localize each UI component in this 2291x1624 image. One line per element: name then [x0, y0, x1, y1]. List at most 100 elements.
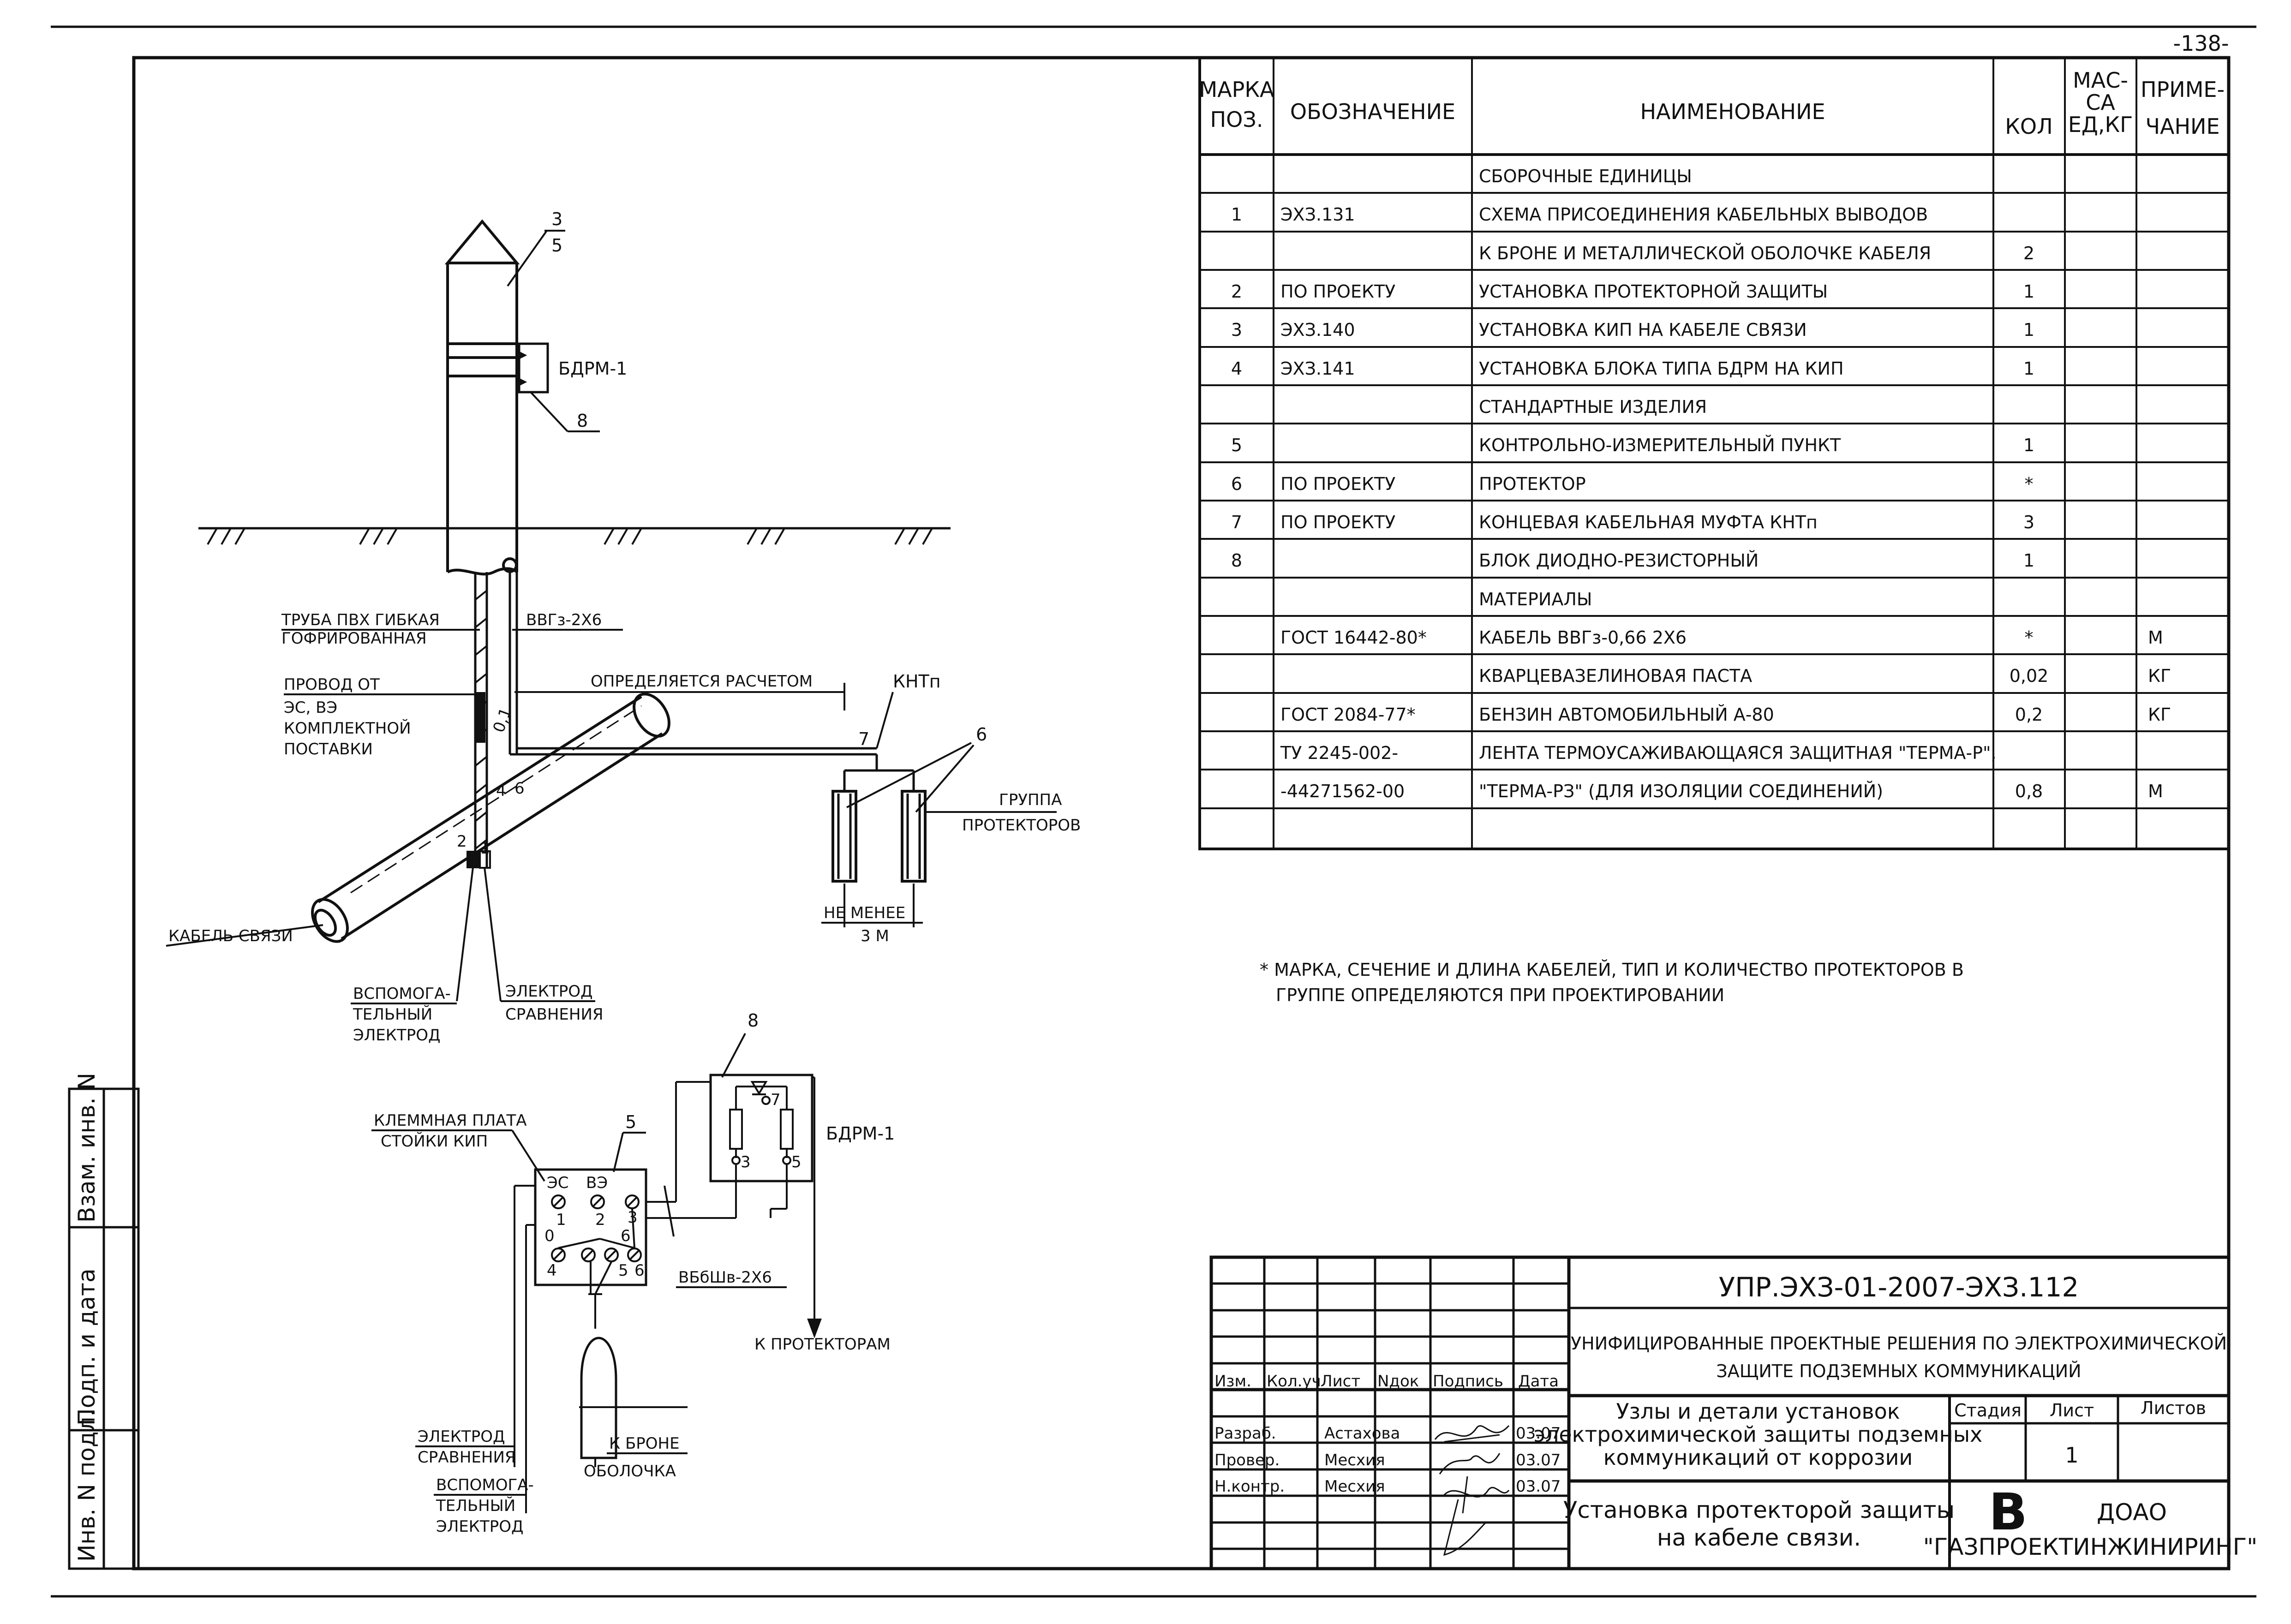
table-row-name: БЛОК ДИОДНО-РЕЗИСТОРНЫЙ	[1479, 550, 1759, 571]
stamp-inv-orig: Инв. N подл.	[73, 1409, 100, 1562]
table-row-name: БЕНЗИН АВТОМОБИЛЬНЫЙ А-80	[1479, 705, 1774, 725]
terminal-0: 0	[544, 1227, 555, 1245]
table-row-name: КОНТРОЛЬНО-ИЗМЕРИТЕЛЬНЫЙ ПУНКТ	[1479, 435, 1841, 455]
col-izm: Изм.	[1214, 1372, 1251, 1391]
spec-table-header: МАРКА ПОЗ. ОБОЗНАЧЕНИЕ НАИМЕНОВАНИЕ КОЛ …	[1199, 68, 2225, 139]
footnote-line-2: ГРУППЕ ОПРЕДЕЛЯЮТСЯ ПРИ ПРОЕКТИРОВАНИИ	[1276, 985, 1724, 1005]
stage-label: Стадия	[1954, 1400, 2022, 1421]
label-n1: 1	[480, 839, 490, 858]
label-group-2: ПРОТЕКТОРОВ	[962, 816, 1081, 835]
table-row-qty: 0,2	[2015, 705, 2043, 725]
col-koluch: Кол.уч	[1267, 1372, 1321, 1391]
table-row-note: М	[2148, 781, 2163, 801]
label-pipe-1: ТРУБА ПВХ ГИБКАЯ	[281, 611, 440, 629]
table-row-name: СХЕМА ПРИСОЕДИНЕНИЯ КАБЕЛЬНЫХ ВЫВОДОВ	[1479, 204, 1928, 225]
label-aux-3-scheme: ЭЛЕКТРОД	[436, 1517, 524, 1536]
sheet-value: 1	[2065, 1443, 2078, 1468]
col-list: Лист	[1321, 1372, 1360, 1391]
protector-group	[831, 753, 927, 883]
drawing-1-protector-installation: 3 5 БДРМ-1 8 ТРУБА ПВХ ГИБК	[166, 209, 1081, 1045]
label-ref-1-scheme: ЭЛЕКТРОД	[418, 1427, 505, 1446]
col-data: Дата	[1518, 1372, 1559, 1391]
table-row-pos: 1	[1231, 204, 1242, 225]
doc-code: УПР.ЭХЗ-01-2007-ЭХЗ.112	[1719, 1272, 2079, 1303]
label-min-1: НЕ МЕНЕЕ	[824, 904, 905, 922]
header-note-1: ПРИМЕ-	[2141, 77, 2225, 102]
communication-cable	[311, 693, 670, 943]
sheets-label: Листов	[2141, 1398, 2206, 1418]
date-prover: 03.07	[1516, 1451, 1561, 1469]
table-row-name: МАТЕРИАЛЫ	[1479, 589, 1592, 609]
role-razrab: Разраб.	[1214, 1424, 1276, 1443]
label-depth: 0,1	[490, 705, 515, 735]
section-title-1: Узлы и детали установок	[1616, 1399, 1900, 1424]
name-prover: Месхия	[1324, 1451, 1385, 1469]
ground-hatching	[207, 528, 933, 545]
label-armor: К БРОНЕ	[609, 1434, 680, 1453]
electrode-leads	[514, 1185, 688, 1513]
label-pipe-2: ГОФРИРОВАННАЯ	[281, 629, 427, 648]
label-plate-1: КЛЕММНАЯ ПЛАТА	[374, 1111, 527, 1130]
label-pos8: 8	[748, 1010, 759, 1031]
label-wire-1: ПРОВОД ОТ	[284, 675, 380, 694]
aux-electrode-mark	[467, 851, 479, 868]
label-kntp: КНТп	[893, 671, 941, 692]
header-mass-3: ЕД,КГ	[2068, 112, 2133, 137]
label-ref-2: СРАВНЕНИЯ	[505, 1005, 604, 1024]
label-b7: 7	[771, 1091, 781, 1109]
table-row-name: "ТЕРМА-РЗ" (ДЛЯ ИЗОЛЯЦИИ СОЕДИНЕНИЙ)	[1479, 781, 1883, 801]
footnote-line-1: * МАРКА, СЕЧЕНИЕ И ДЛИНА КАБЕЛЕЙ, ТИП И …	[1260, 960, 1964, 980]
company-name-1: ДОАО	[2097, 1499, 2167, 1526]
terminal-5: 5	[618, 1261, 628, 1280]
sheet-title-2: на кабеле связи.	[1657, 1524, 1861, 1551]
label-aux-1: ВСПОМОГА-	[353, 985, 451, 1003]
date-razrab: 03.07	[1516, 1424, 1561, 1443]
terminals	[551, 1194, 642, 1262]
name-nkontr: Месхия	[1324, 1477, 1385, 1496]
table-row-pos: 3	[1231, 320, 1242, 340]
diode-resistor-circuit	[729, 1081, 794, 1165]
label-pos7: 7	[858, 729, 869, 749]
table-row-qty: 0,8	[2015, 781, 2043, 801]
table-row-name: КВАРЦЕВАЗЕЛИНОВАЯ ПАСТА	[1479, 666, 1752, 686]
header-pos: ПОЗ.	[1210, 107, 1263, 132]
table-row-designation: ПО ПРОЕКТУ	[1280, 474, 1395, 494]
table-row-pos: 5	[1231, 435, 1242, 455]
table-row-qty: 2	[2023, 243, 2034, 263]
bdrm-block	[518, 342, 549, 394]
kip-post	[444, 219, 520, 576]
header-mark: МАРКА	[1199, 77, 1274, 102]
spec-table-rows: СБОРОЧНЫЕ ЕДИНИЦЫ 1 ЭХЗ.131 СХЕМА ПРИСОЕ…	[1231, 166, 2171, 801]
label-n6: 6	[514, 779, 525, 798]
label-n4: 4	[496, 782, 506, 800]
terminal-1: 1	[556, 1211, 566, 1229]
drawing-2-connection-scheme: 8 БДРМ-1 7 3 5 5 КЛЕММНАЯ ПЛАТА СТОЙКИ К…	[371, 1010, 895, 1536]
role-prover: Провер.	[1214, 1451, 1280, 1469]
section-title-2: электрохимической защиты подземных	[1534, 1422, 1983, 1447]
table-row-designation: -44271562-00	[1280, 781, 1405, 801]
label-kip-sub: 5	[551, 235, 562, 256]
label-min-2: 3 М	[861, 927, 889, 945]
header-mass-2: СА	[2086, 90, 2115, 115]
company-logo-icon: В	[1989, 1482, 2028, 1541]
label-wire-2: ЭС, ВЭ	[284, 699, 337, 717]
table-row-designation: ПО ПРОЕКТУ	[1280, 281, 1395, 302]
label-ve: ВЭ	[586, 1174, 608, 1192]
table-row-name: СТАНДАРТНЫЕ ИЗДЕЛИЯ	[1479, 397, 1707, 417]
project-title-2: ЗАЩИТЕ ПОДЗЕМНЫХ КОММУНИКАЦИЙ	[1716, 1361, 2081, 1381]
table-row-qty: 1	[2023, 435, 2034, 455]
label-group-1: ГРУППА	[999, 791, 1062, 809]
label-wire-4: ПОСТАВКИ	[284, 740, 373, 758]
label-to-protectors: К ПРОТЕКТОРАМ	[754, 1335, 891, 1354]
name-razrab: Астахова	[1324, 1424, 1400, 1443]
label-aux-3: ЭЛЕКТРОД	[353, 1026, 441, 1045]
header-name: НАИМЕНОВАНИЕ	[1640, 99, 1825, 124]
label-kip-pos: 3	[551, 209, 562, 229]
terminal-2: 2	[595, 1211, 605, 1229]
label-ref-1: ЭЛЕКТРОД	[505, 982, 593, 1001]
sheet-title-1: Установка протекторой защиты	[1563, 1497, 1955, 1523]
terminal-3: 3	[628, 1208, 638, 1227]
table-row-name: КАБЕЛЬ ВВГз-0,66 2Х6	[1479, 627, 1687, 648]
label-vbbshv: ВБбШв-2Х6	[678, 1268, 772, 1287]
